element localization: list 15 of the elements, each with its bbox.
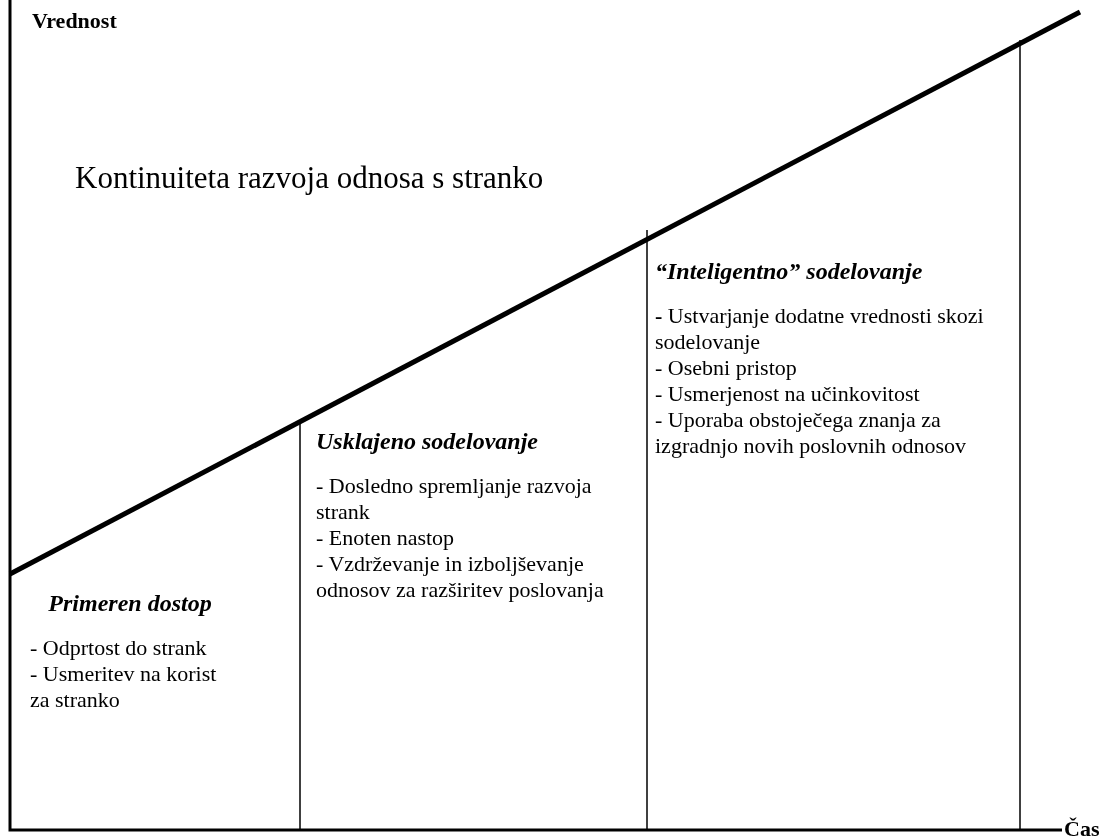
list-item: - Ustvarjanje dodatne vrednosti skozi sodelovanje xyxy=(655,303,985,355)
column-heading: Primeren dostop xyxy=(47,590,213,617)
list-item: - Vzdrževanje in izboljševanje odnosov za razširitev poslovanja xyxy=(316,551,605,603)
axis-label: Vrednost xyxy=(32,8,117,34)
list-item: - Enoten nastop xyxy=(316,525,456,551)
column-heading: “Inteligentno” sodelovanje xyxy=(655,258,924,285)
column-heading: Usklajeno sodelovanje xyxy=(316,428,539,455)
heading: Kontinuiteta razvoja odnosa s stranko xyxy=(75,160,544,196)
list-item: - Usmeritev na korist za stranko xyxy=(30,661,218,713)
list-item: - Dosledno spremljanje razvoja strank xyxy=(316,473,593,525)
list-item: - Usmerjenost na učinkovitost xyxy=(655,381,921,407)
list-item: - Odprtost do strank xyxy=(30,635,208,661)
axis-label: Čas xyxy=(1064,816,1100,837)
list-item: - Uporaba obstoječega znanja za izgradnjo novih poslovnih odnosov xyxy=(655,407,968,459)
list-item: - Osebni pristop xyxy=(655,355,798,381)
